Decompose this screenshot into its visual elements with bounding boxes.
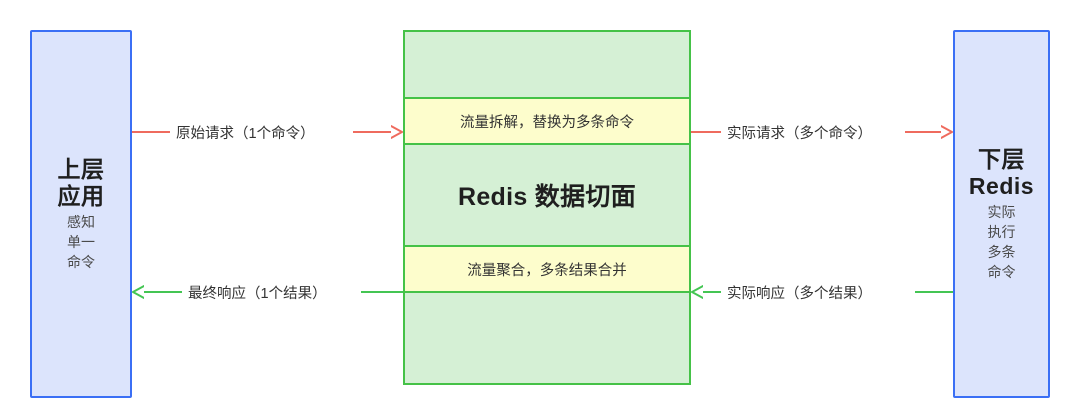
lower-redis-sub-line1: 实际 (987, 203, 1016, 220)
arrow-left-head-icon (691, 285, 703, 299)
lower-redis-title-line1: 下层 (977, 145, 1025, 172)
redis-data-plane-title: Redis 数据切面 (405, 145, 689, 245)
lower-redis-title-line2: Redis (968, 172, 1035, 199)
arrow-head-segment-icon (703, 291, 721, 293)
arrow-head-segment-icon (144, 291, 182, 293)
upper-application-box: 上层 应用 感知 单一 命令 (30, 30, 132, 398)
arrow-right-head-icon (941, 125, 953, 139)
lower-redis-subtitle: 实际 执行 多条 命令 (988, 203, 1016, 283)
upper-application-title-line2: 应用 (57, 182, 105, 209)
traffic-split-band: 流量拆解，替换为多条命令 (405, 97, 689, 145)
lower-redis-title: 下层 Redis (969, 146, 1034, 200)
arrow-tail-segment-icon (132, 131, 170, 133)
arrow-tail-segment-icon (691, 131, 721, 133)
center-top-spacer (405, 32, 689, 97)
arrow-label-actual-request: 实际请求（多个命令） (727, 125, 872, 142)
arrow-right-head-icon (391, 125, 403, 139)
upper-application-sub-line3: 命令 (67, 253, 95, 270)
arrow-tail-segment-icon (915, 291, 953, 293)
lower-redis-sub-line3: 多条 (987, 243, 1016, 260)
lower-redis-sub-line4: 命令 (987, 263, 1016, 280)
upper-application-title: 上层 应用 (58, 156, 105, 210)
upper-application-subtitle: 感知 单一 命令 (67, 213, 95, 273)
arrow-left-head-icon (132, 285, 144, 299)
redis-data-plane-box: 流量拆解，替换为多条命令 Redis 数据切面 流量聚合，多条结果合并 (403, 30, 691, 385)
center-bottom-spacer (405, 293, 689, 363)
upper-application-title-line1: 上层 (57, 155, 105, 182)
arrow-row-actual-response: 实际响应（多个结果） (691, 280, 953, 304)
lower-redis-box: 下层 Redis 实际 执行 多条 命令 (953, 30, 1050, 398)
upper-application-sub-line1: 感知 (67, 213, 95, 230)
arrow-row-actual-request: 实际请求（多个命令） (691, 120, 953, 144)
arrow-label-final-response: 最终响应（1个结果） (188, 285, 327, 302)
arrow-label-original-request: 原始请求（1个命令） (176, 125, 315, 142)
traffic-merge-band: 流量聚合，多条结果合并 (405, 245, 689, 293)
lower-redis-sub-line2: 执行 (987, 223, 1016, 240)
arrow-head-segment-icon (353, 131, 391, 133)
arrow-row-original-request: 原始请求（1个命令） (132, 120, 403, 144)
arrow-label-actual-response: 实际响应（多个结果） (727, 285, 872, 302)
upper-application-sub-line2: 单一 (67, 233, 95, 250)
arrow-tail-segment-icon (361, 291, 403, 293)
arrow-row-final-response: 最终响应（1个结果） (132, 280, 403, 304)
arrow-head-segment-icon (905, 131, 941, 133)
